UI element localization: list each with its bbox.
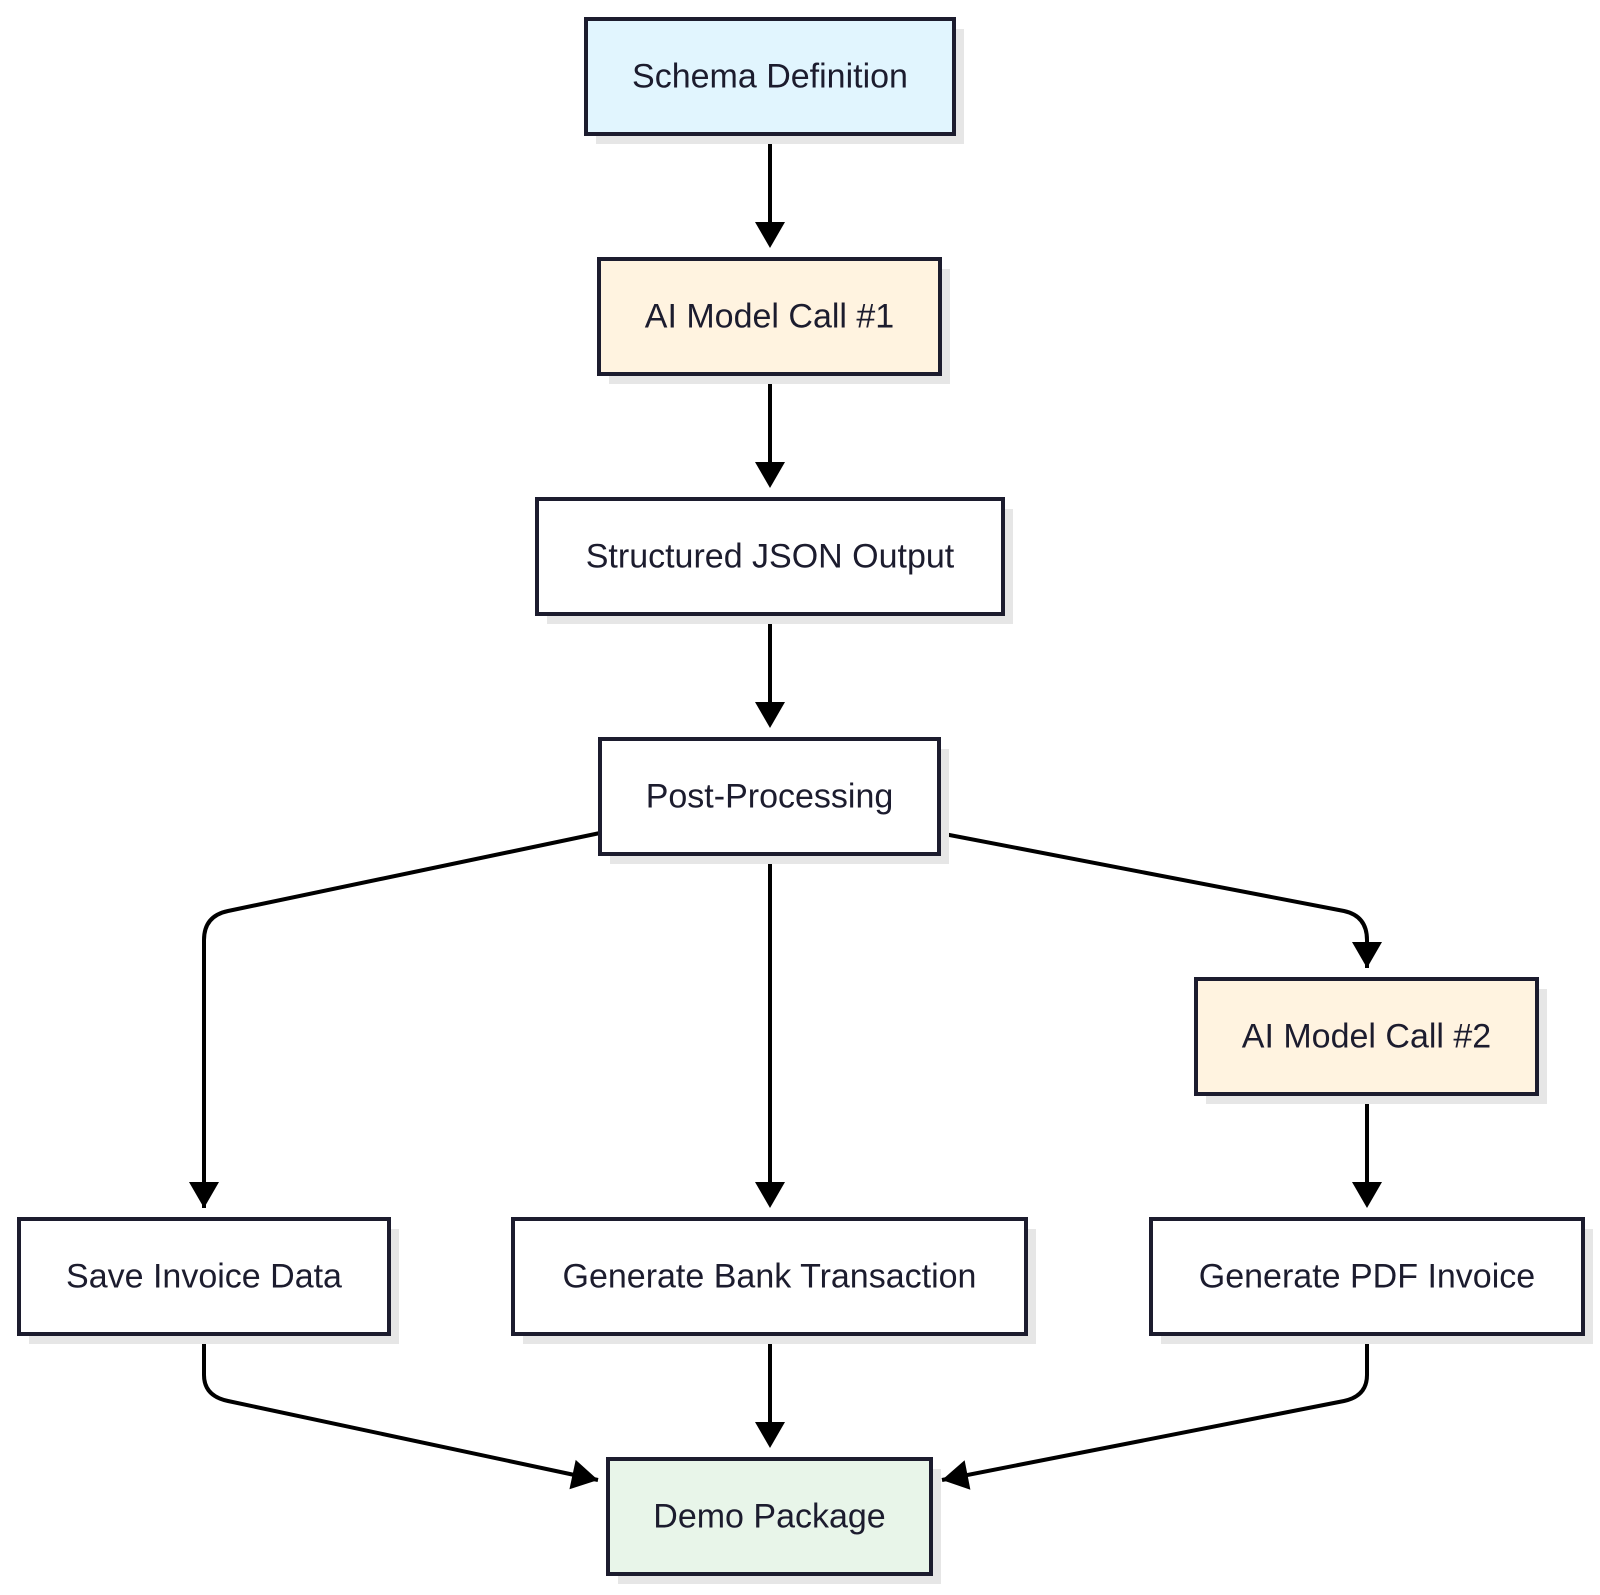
edge-pdf-to-demo [941,1334,1369,1490]
node-schema: Schema Definition [584,17,964,144]
node-post: Post-Processing [598,737,949,864]
node-model1-label: AI Model Call #1 [645,298,894,336]
nodes-layer: Schema Definition AI Model Call #1 Structu… [17,17,1593,1584]
node-pdf: Generate PDF Invoice [1149,1217,1593,1344]
node-save-label: Save Invoice Data [66,1258,342,1296]
edge-post-to-bank-arrowhead [755,1182,785,1208]
node-save: Save Invoice Data [17,1217,399,1344]
node-model1-box [597,257,942,376]
node-demo: Demo Package [606,1457,941,1584]
edge-post-to-model2 [938,831,1382,968]
node-json-box [535,497,1005,616]
edge-post-to-bank [755,854,785,1208]
edge-save-to-demo-arrowhead [569,1459,598,1490]
node-model2: AI Model Call #2 [1194,977,1547,1104]
edge-save-to-demo [202,1334,599,1490]
edge-post-to-save-line [202,831,601,1208]
edge-model2-to-pdf [1352,1094,1382,1208]
edge-post-to-save-arrowhead [189,1182,219,1208]
edge-post-to-save [189,831,601,1208]
edge-bank-to-demo-arrowhead [755,1422,785,1448]
edge-json-to-post-arrowhead [755,702,785,728]
edge-post-to-model2-line [938,831,1369,968]
node-bank-label: Generate Bank Transaction [563,1258,977,1296]
node-json-label: Structured JSON Output [586,538,955,576]
edge-model1-to-json [755,374,785,488]
node-model1: AI Model Call #1 [597,257,950,384]
node-json: Structured JSON Output [535,497,1013,624]
node-pdf-box [1149,1217,1585,1336]
node-demo-label: Demo Package [653,1498,885,1536]
node-bank-box [511,1217,1028,1336]
edge-save-to-demo-line [202,1334,599,1482]
edge-post-to-model2-arrowhead [1352,942,1382,968]
edge-model2-to-pdf-arrowhead [1352,1182,1382,1208]
node-save-box [17,1217,391,1336]
node-demo-box [606,1457,933,1576]
edge-schema-to-model1 [755,134,785,248]
node-model2-label: AI Model Call #2 [1242,1018,1491,1056]
node-pdf-label: Generate PDF Invoice [1199,1258,1535,1296]
edge-json-to-post [755,614,785,728]
node-schema-box [584,17,956,136]
node-model2-box [1194,977,1539,1096]
node-bank: Generate Bank Transaction [511,1217,1036,1344]
edge-model1-to-json-arrowhead [755,462,785,488]
edge-schema-to-model1-arrowhead [755,222,785,248]
node-post-label: Post-Processing [646,778,894,816]
node-post-box [598,737,941,856]
edges-layer [189,134,1382,1490]
edge-bank-to-demo [755,1334,785,1448]
edge-pdf-to-demo-arrowhead [942,1460,971,1490]
edge-pdf-to-demo-line [941,1334,1369,1482]
node-schema-label: Schema Definition [632,58,908,96]
